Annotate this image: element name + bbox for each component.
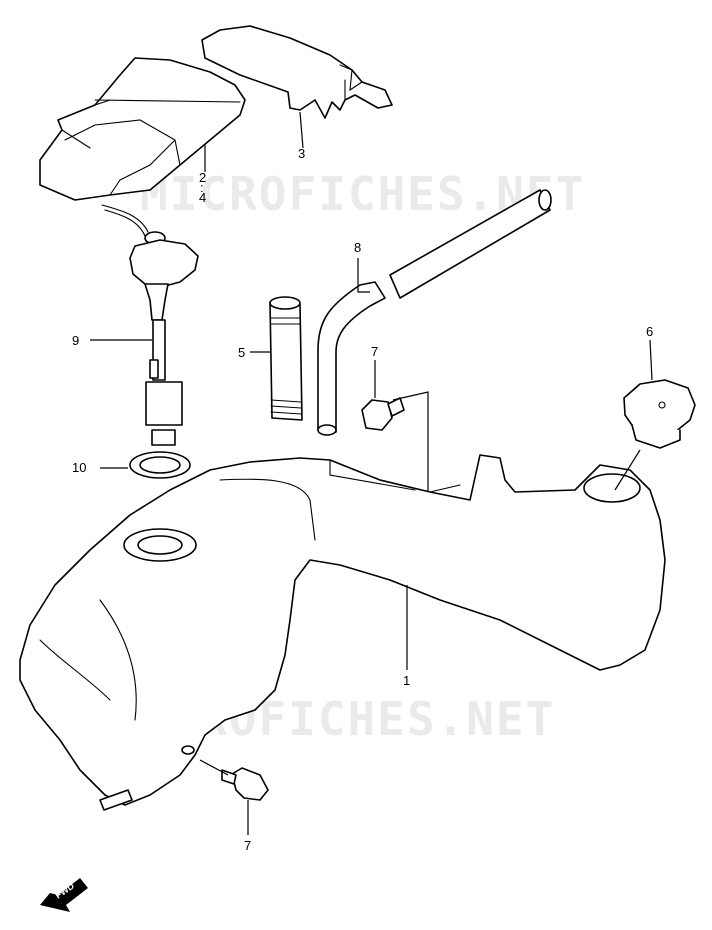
part-breather-hose[interactable] bbox=[317, 189, 552, 436]
leader-lines bbox=[90, 111, 653, 835]
callout-6: 6 bbox=[646, 324, 653, 339]
part-cover-left[interactable] bbox=[39, 57, 246, 201]
part-tank-cap[interactable] bbox=[623, 379, 696, 449]
callout-4: 4 bbox=[199, 190, 206, 205]
part-gasket-ring[interactable] bbox=[129, 451, 191, 479]
fwd-arrow-icon: FWD bbox=[40, 878, 88, 912]
part-hose[interactable] bbox=[269, 296, 303, 421]
part-bolt-upper[interactable] bbox=[361, 397, 405, 431]
part-fuel-cock[interactable] bbox=[101, 204, 199, 446]
callout-3: 3 bbox=[298, 146, 305, 161]
callout-colon: : bbox=[200, 180, 204, 195]
callout-8: 8 bbox=[354, 240, 361, 255]
callout-7-upper: 7 bbox=[371, 344, 378, 359]
callout-7-lower: 7 bbox=[244, 838, 251, 853]
callout-9: 9 bbox=[72, 333, 79, 348]
callout-10: 10 bbox=[72, 460, 86, 475]
part-bolt-lower[interactable] bbox=[221, 767, 269, 801]
callout-5: 5 bbox=[238, 345, 245, 360]
callout-2: 2 bbox=[199, 170, 206, 185]
callout-1: 1 bbox=[403, 673, 410, 688]
part-fuel-tank[interactable] bbox=[19, 454, 666, 811]
part-cover-right[interactable] bbox=[201, 25, 393, 119]
